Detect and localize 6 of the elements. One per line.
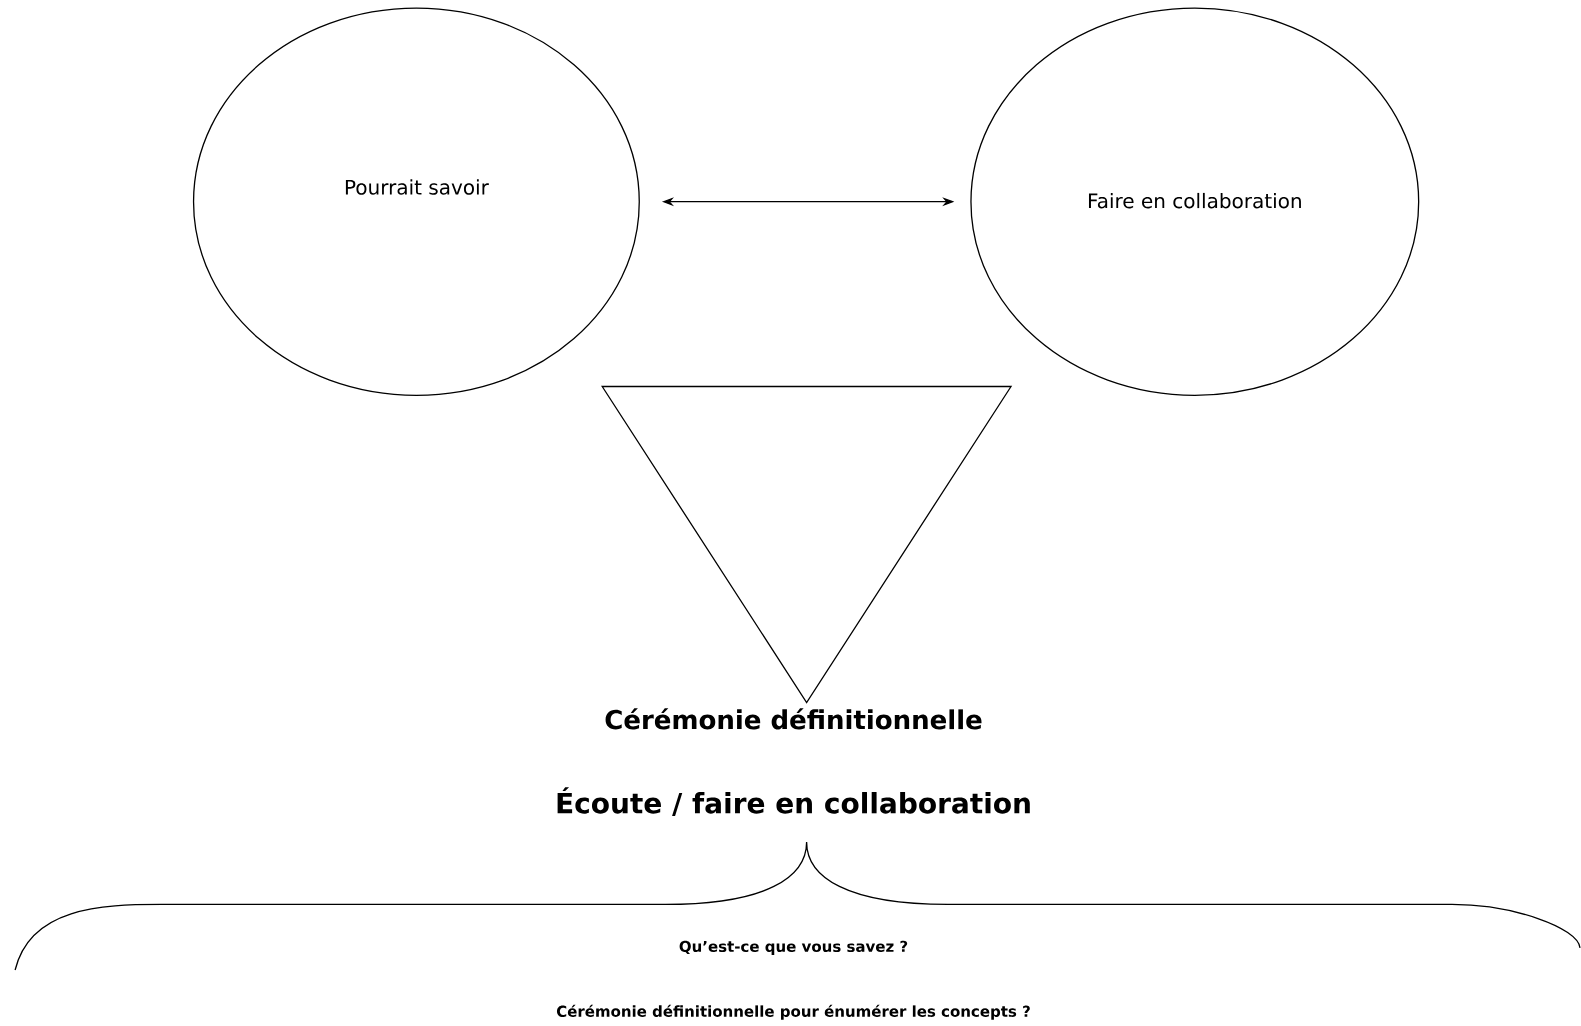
triangle — [601, 385, 1013, 704]
ellipse-node: Faire en collaboration — [970, 7, 1420, 396]
question-text: Cérémonie définitionnelle pour énumérer les concepts ? — [556, 1004, 1030, 1020]
question-text: Qu’est-ce que vous savez ? — [679, 940, 908, 955]
heading-text: Écoute / faire en collaboration — [557, 787, 1030, 816]
ellipse-node: Pourrait savoir — [192, 7, 640, 396]
